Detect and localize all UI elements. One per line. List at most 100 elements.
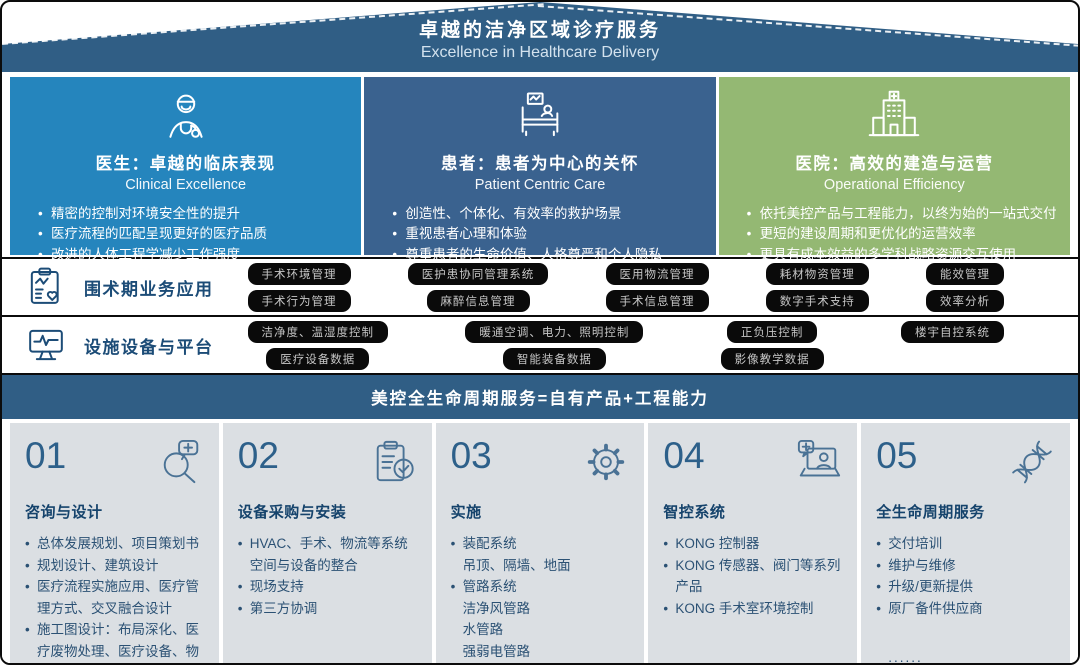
clipboard-check-icon bbox=[371, 437, 417, 485]
phase-number: 02 bbox=[237, 435, 279, 476]
phase-bullet: 施工图设计：布局深化、医疗废物处理、医疗设备、物流系统设计、信息化设计 bbox=[25, 619, 204, 663]
magnifier-cross-icon bbox=[158, 437, 204, 485]
row-perioperative: 围术期业务应用 手术环境管理手术行为管理 医护患协同管理系统麻醉信息管理 医用物… bbox=[2, 257, 1078, 315]
roof-header: 卓越的洁净区域诊疗服务 Excellence in Healthcare Del… bbox=[2, 2, 1078, 72]
row-facilities: 设施设备与平台 洁净度、温湿度控制医疗设备数据 暖通空调、电力、照明控制智能装备… bbox=[2, 315, 1078, 373]
tag: 影像教学数据 bbox=[720, 347, 824, 370]
phase-bullet: 现场支持 bbox=[238, 576, 417, 598]
pillar-bullet: 更短的建设周期和更优化的运营效率 bbox=[747, 224, 1058, 245]
pillar-subtitle: Operational Efficiency bbox=[823, 177, 965, 193]
tag-group: 医用物流管理手术信息管理 bbox=[605, 262, 709, 312]
pillar-title: 患者：患者为中心的关怀 bbox=[440, 155, 639, 173]
tag-group: 正负压控制影像教学数据 bbox=[720, 320, 824, 370]
phase-title: 设备采购与安装 bbox=[237, 504, 347, 521]
phase-bullet: ...... bbox=[888, 650, 923, 665]
pillar-doctor: 医生：卓越的临床表现 Clinical Excellence 精密的控制对环境安… bbox=[10, 77, 362, 265]
pillar-bullet: 改进的人体工程学减少工作强度 bbox=[38, 245, 349, 266]
phase-bullet: 管路系统 bbox=[451, 576, 630, 598]
tag: 麻醉信息管理 bbox=[426, 289, 530, 312]
lifecycle-banner-text: 美控全生命周期服务=自有产品+工程能力 bbox=[371, 390, 709, 408]
phase-bullet: 交付培训 bbox=[876, 533, 1055, 555]
lifecycle-banner: 美控全生命周期服务=自有产品+工程能力 bbox=[2, 373, 1078, 419]
phase-smart-control: 04 智控系统 KONG 控制器KONG 传感器、阀门等系列产品KONG bbox=[648, 423, 858, 663]
pillar-title: 医院：高效的建造与运营 bbox=[795, 155, 994, 173]
pillar-hospital: 医院：高效的建造与运营 Operational Efficiency 依托美控产… bbox=[718, 77, 1070, 265]
phase-items: KONG 控制器KONG 传感器、阀门等系列产品KONG 手术室环境控制 bbox=[663, 533, 842, 619]
phase-bullet: 吊顶、隔墙、地面 bbox=[462, 557, 571, 573]
phase-bullet: 维护与维修 bbox=[876, 555, 1055, 577]
gear-icon bbox=[583, 437, 629, 485]
pillar-subtitle: Clinical Excellence bbox=[125, 177, 247, 193]
tag-group: 医护患协同管理系统麻醉信息管理 bbox=[407, 262, 549, 312]
phase-bullet: 第三方协调 bbox=[238, 598, 417, 620]
tag: 智能装备数据 bbox=[502, 347, 606, 370]
tag: 耗材物资管理 bbox=[765, 262, 869, 285]
phase-title: 实施 bbox=[450, 504, 482, 521]
tag: 暖通空调、电力、照明控制 bbox=[465, 320, 644, 343]
hospital-icon bbox=[866, 90, 922, 142]
phase-bullet: 装配系统 bbox=[451, 533, 630, 555]
page-subtitle: Excellence in Healthcare Delivery bbox=[420, 44, 660, 61]
dna-icon bbox=[1009, 437, 1055, 485]
page-title: 卓越的洁净区域诊疗服务 bbox=[418, 20, 661, 41]
doctor-icon bbox=[158, 90, 214, 142]
tag: 医用物流管理 bbox=[605, 262, 709, 285]
tag: 楼宇自控系统 bbox=[900, 320, 1004, 343]
phase-lifecycle: 05 全生命周期服务 交付培训维护与维修升级/更新提供原厂备件供应商...... bbox=[861, 423, 1070, 665]
phase-bullet: 医疗流程实施应用、医疗管理方式、交叉融合设计 bbox=[25, 576, 204, 619]
tag: 医护患协同管理系统 bbox=[407, 262, 549, 285]
phase-bullet: 水管路 bbox=[462, 622, 504, 638]
phase-procurement: 02 设备采购与安装 HVAC、手术、物流等系统空间与设备的整合现场支持第三方协… bbox=[222, 423, 432, 663]
pillar-bullets: 创造性、个体化、有效率的救护场景重视患者心理和体验尊重患者的生命价值、人格尊严和… bbox=[364, 204, 715, 265]
tag: 效率分析 bbox=[926, 289, 1004, 312]
phase-title: 智控系统 bbox=[663, 504, 726, 521]
pillar-subtitle: Patient Centric Care bbox=[474, 177, 606, 193]
tag: 医疗设备数据 bbox=[266, 347, 370, 370]
phase-bullet: 规划设计、建筑设计 bbox=[25, 555, 204, 577]
phase-number: 01 bbox=[25, 435, 67, 476]
tag: 数字手术支持 bbox=[765, 289, 869, 312]
pillar-bullet: 创造性、个体化、有效率的救护场景 bbox=[392, 204, 703, 225]
phase-bullet: 原厂备件供应商 bbox=[876, 598, 1055, 620]
tag-group: 楼宇自控系统 bbox=[900, 320, 1004, 370]
phase-bullet: KONG 手术室环境控制 bbox=[663, 598, 842, 620]
perioperative-tags: 手术环境管理手术行为管理 医护患协同管理系统麻醉信息管理 医用物流管理手术信息管… bbox=[247, 262, 1004, 312]
pillar-bullets: 依托美控产品与工程能力，以终为始的一站式交付更短的建设周期和更优化的运营效率更具… bbox=[719, 204, 1070, 265]
phase-bullet: 升级/更新提供 bbox=[876, 576, 1055, 598]
facilities-tags: 洁净度、温湿度控制医疗设备数据 暖通空调、电力、照明控制智能装备数据 正负压控制… bbox=[247, 320, 1005, 370]
tag-group: 洁净度、温湿度控制医疗设备数据 bbox=[247, 320, 388, 370]
tag-group: 暖通空调、电力、照明控制智能装备数据 bbox=[465, 320, 644, 370]
tag-group: 耗材物资管理数字手术支持 bbox=[765, 262, 869, 312]
phase-number: 03 bbox=[450, 435, 492, 476]
phase-bullet: 洁净风管路 bbox=[462, 600, 531, 616]
pillar-bullets: 精密的控制对环境安全性的提升医疗流程的匹配呈现更好的医疗品质改进的人体工程学减少… bbox=[10, 204, 361, 265]
phase-consulting: 01 咨询与设计 总体发展规划、项目策划书规划设计、建筑设计医疗流程实施应用、医… bbox=[10, 423, 219, 663]
row-label-facilities: 设施设备与平台 bbox=[84, 337, 214, 357]
clipboard-heart-icon bbox=[26, 267, 66, 307]
tag-group: 手术环境管理手术行为管理 bbox=[247, 262, 351, 312]
pillar-bullet: 精密的控制对环境安全性的提升 bbox=[38, 204, 349, 225]
phase-bullet: 总体发展规划、项目策划书 bbox=[25, 533, 204, 555]
phase-number: 05 bbox=[876, 435, 918, 476]
phases-row: 01 咨询与设计 总体发展规划、项目策划书规划设计、建筑设计医疗流程实施应用、医… bbox=[2, 419, 1078, 665]
phase-items: 总体发展规划、项目策划书规划设计、建筑设计医疗流程实施应用、医疗管理方式、交叉融… bbox=[25, 533, 204, 663]
pillar-patient: 患者：患者为中心的关怀 Patient Centric Care 创造性、个体化… bbox=[364, 77, 716, 265]
patient-bed-icon bbox=[512, 90, 568, 142]
tag: 手术行为管理 bbox=[247, 289, 351, 312]
phase-items: HVAC、手术、物流等系统空间与设备的整合现场支持第三方协调 bbox=[238, 533, 417, 619]
phase-bullet: KONG 控制器 bbox=[663, 533, 842, 555]
pillar-bullet: 更具有成本效益的多学科战略资源交互使用 bbox=[747, 245, 1058, 266]
laptop-person-icon bbox=[796, 437, 842, 485]
tag: 手术信息管理 bbox=[605, 289, 709, 312]
pillars-row: 医生：卓越的临床表现 Clinical Excellence 精密的控制对环境安… bbox=[2, 72, 1078, 265]
phase-title: 全生命周期服务 bbox=[876, 504, 985, 521]
row-label-perioperative: 围术期业务应用 bbox=[84, 279, 214, 299]
tag: 正负压控制 bbox=[726, 320, 818, 343]
phase-bullet: HVAC、手术、物流等系统空间与设备的整合 bbox=[238, 533, 417, 576]
pillar-bullet: 重视患者心理和体验 bbox=[392, 224, 703, 245]
phase-bullet: 强弱电管路 bbox=[462, 643, 531, 659]
phase-title: 咨询与设计 bbox=[25, 504, 103, 521]
phase-bullet: KONG 传感器、阀门等系列产品 bbox=[663, 555, 842, 598]
